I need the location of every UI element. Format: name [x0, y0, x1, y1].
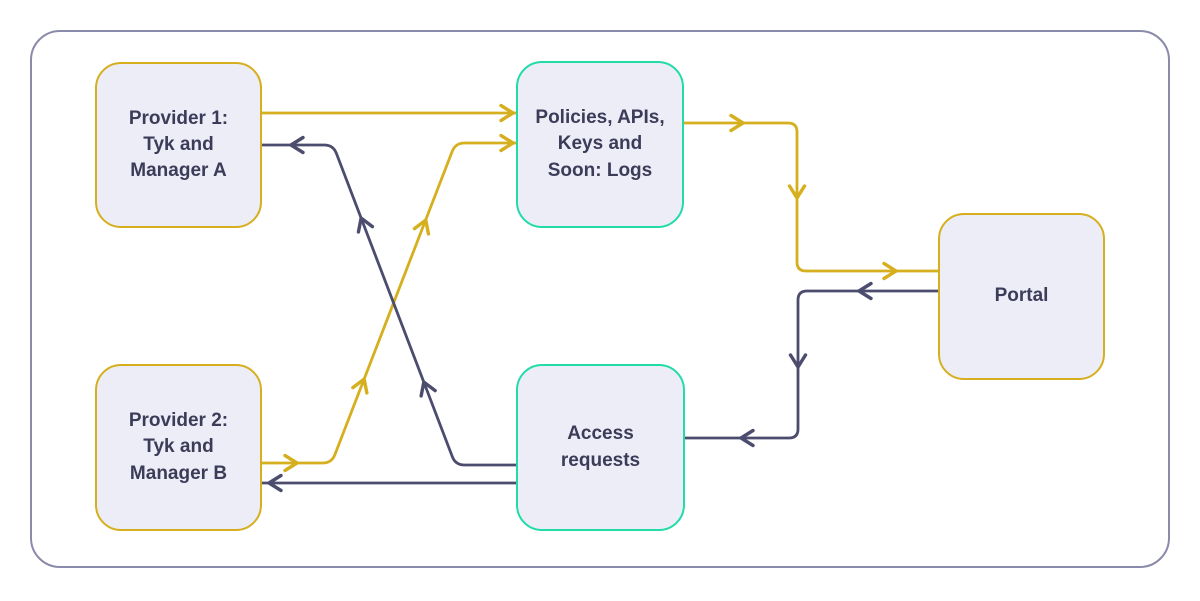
edge-provider2-to-policies — [262, 133, 516, 473]
diagram-frame — [30, 30, 1170, 568]
node-provider-1-label: Provider 1: Tyk and Manager A — [128, 107, 229, 182]
node-provider-1: Provider 1: Tyk and Manager A — [95, 62, 262, 228]
node-access-requests-label: Access requests — [560, 423, 641, 471]
edge-access-to-provider2 — [262, 473, 516, 493]
edge-portal-to-access — [684, 281, 938, 448]
edge-provider1-to-policies — [262, 103, 516, 123]
node-access-requests: Access requests — [516, 364, 685, 531]
node-provider-2-label: Provider 2: Tyk and Manager B — [128, 410, 229, 484]
node-portal-label: Portal — [994, 285, 1049, 307]
edge-policies-to-portal — [684, 113, 938, 281]
node-provider-2: Provider 2: Tyk and Manager B — [95, 364, 262, 531]
edge-access-to-provider1 — [262, 135, 516, 467]
node-portal: Portal — [938, 213, 1105, 380]
node-policies-apis-keys-label: Policies, APIs, Keys and Soon: Logs — [535, 107, 665, 181]
node-policies-apis-keys: Policies, APIs, Keys and Soon: Logs — [516, 61, 684, 228]
